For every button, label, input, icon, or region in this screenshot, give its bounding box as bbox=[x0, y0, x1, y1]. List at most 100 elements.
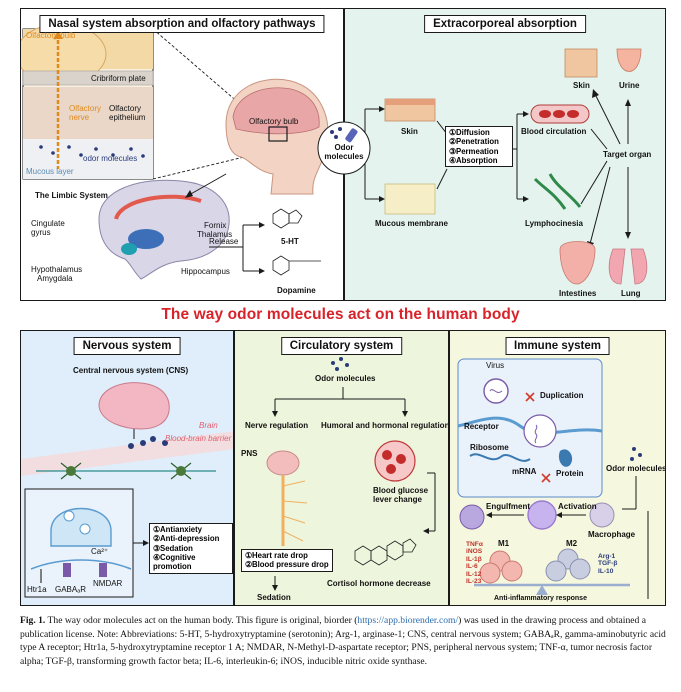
m2-markers: Arg-1 TGF-β IL-10 bbox=[598, 553, 617, 575]
step-penetration: ②Penetration bbox=[449, 137, 499, 147]
mrna-label: mRNA bbox=[512, 467, 537, 476]
mucous-layer-label: Mucous layer bbox=[26, 167, 74, 176]
m1-marker: IL-23 bbox=[466, 577, 482, 585]
effect-sedation: ③Sedation bbox=[153, 543, 193, 553]
circulatory-panel: Circulatory system Odor molecules Nerve … bbox=[234, 330, 449, 606]
m1-marker: iNOS bbox=[466, 548, 483, 556]
olfactory-bulb-inset-label: Olfactory bulb bbox=[26, 31, 76, 40]
hippocampus-label: Hippocampus bbox=[181, 267, 230, 276]
hypothalamus-label: Hypothalamus bbox=[31, 265, 83, 274]
skin-tissue-label: Skin bbox=[401, 127, 418, 136]
effect-antianxiety: ①Antianxiety bbox=[153, 525, 203, 534]
duplication-label: Duplication bbox=[540, 391, 584, 400]
humoral-regulation-label: Humoral and hormonal regulation bbox=[321, 421, 449, 430]
m1-markers: TNFα iNOS IL-1β IL-6 IL-12 IL-23 bbox=[466, 541, 483, 585]
virus-label: Virus bbox=[486, 361, 505, 370]
odor-molecules-center bbox=[317, 121, 371, 175]
engulfment-label: Engulfment bbox=[486, 502, 530, 511]
target-organ-label: Target organ bbox=[603, 150, 652, 159]
main-title: The way odor molecules act on the human … bbox=[161, 306, 520, 323]
calcium-label: Ca²⁺ bbox=[91, 547, 109, 556]
sedation-label: Sedation bbox=[257, 593, 291, 602]
nasal-panel-title: Nasal system absorption and olfactory pa… bbox=[39, 15, 325, 33]
dopamine-label: Dopamine bbox=[277, 286, 316, 295]
thalamus-label: Thalamus bbox=[197, 230, 233, 239]
receptor-label: Receptor bbox=[464, 422, 499, 431]
intestines-label: Intestines bbox=[559, 289, 597, 298]
caption-text-2: ) was used in the drawing process and ob… bbox=[20, 615, 666, 667]
protein-label: Protein bbox=[556, 469, 584, 478]
cns-label: Central nervous system (CNS) bbox=[73, 366, 189, 375]
effect-heart-rate: ①Heart rate drop bbox=[245, 551, 308, 560]
effect-cognitive: ④Cognitive promotion bbox=[153, 553, 196, 572]
cribriform-plate-label: Cribriform plate bbox=[91, 74, 146, 83]
step-absorption: ④Absorption bbox=[449, 156, 498, 166]
extracorporeal-panel-title: Extracorporeal absorption bbox=[424, 15, 586, 33]
extracorporeal-panel: Extracorporeal absorption Skin Mucous me… bbox=[344, 8, 666, 301]
circ-odor-label: Odor molecules bbox=[315, 374, 376, 383]
circulatory-panel-title: Circulatory system bbox=[280, 337, 403, 355]
m1-marker: IL-6 bbox=[466, 563, 478, 571]
limbic-system-label: The Limbic System bbox=[35, 191, 108, 200]
m1-label: M1 bbox=[498, 539, 510, 548]
nervous-panel-title: Nervous system bbox=[73, 337, 181, 355]
immune-panel: Immune system Virus Duplication Receptor… bbox=[449, 330, 666, 606]
mucous-membrane-label: Mucous membrane bbox=[375, 219, 448, 228]
ribosome-label: Ribosome bbox=[470, 443, 509, 452]
nervous-effects-box: ①Antianxiety ②Anti-depression ③Sedation … bbox=[149, 523, 233, 574]
urine-label: Urine bbox=[619, 81, 640, 90]
m1-marker: IL-12 bbox=[466, 570, 482, 578]
lung-label: Lung bbox=[621, 289, 641, 298]
macrophage-label: Macrophage bbox=[588, 530, 636, 539]
release-label: Release bbox=[209, 237, 239, 246]
htr1a-label: Htr1a bbox=[27, 585, 47, 594]
absorption-steps-box: ①Diffusion ②Penetration ③Permeation ④Abs… bbox=[445, 126, 513, 168]
circulatory-illustration bbox=[266, 357, 436, 591]
odor-molecules-inset-label: odor molecules bbox=[83, 154, 138, 163]
amygdala-label: Amygdala bbox=[37, 274, 73, 283]
blood-circulation-label: Blood circulation bbox=[521, 127, 587, 136]
gaba-label: GABAₐR bbox=[55, 585, 86, 594]
effect-blood-pressure: ②Blood pressure drop bbox=[245, 560, 329, 570]
caption-text-1: The way odor molecules act on the human … bbox=[45, 615, 358, 626]
nervous-illustration bbox=[21, 382, 233, 598]
olfactory-epithelium-label: Olfactory epithelium bbox=[109, 104, 146, 123]
step-diffusion: ①Diffusion bbox=[449, 128, 490, 137]
immune-illustration bbox=[457, 358, 649, 599]
effect-antidepression: ②Anti-depression bbox=[153, 534, 220, 544]
skin-organ-label: Skin bbox=[573, 81, 590, 90]
brain-label: Brain bbox=[199, 421, 218, 430]
lymphocinesia-label: Lymphocinesia bbox=[525, 219, 583, 228]
activation-label: Activation bbox=[558, 502, 597, 511]
m2-label: M2 bbox=[566, 539, 578, 548]
nervous-panel: Nervous system Central nervous system (C… bbox=[20, 330, 234, 606]
immune-panel-title: Immune system bbox=[505, 337, 610, 355]
glucose-label: Blood glucose lever change bbox=[373, 486, 429, 505]
anti-inflammatory-label: Anti-inflammatory response bbox=[494, 595, 587, 602]
caption-link[interactable]: https://app.biorender.com/ bbox=[357, 615, 459, 626]
extracorporeal-illustration bbox=[345, 48, 648, 285]
olfactory-nerve-label: Olfactory nerve bbox=[69, 104, 102, 123]
fornix-label: Fornix bbox=[204, 221, 227, 230]
step-permeation: ③Permeation bbox=[449, 146, 499, 156]
odor-molecules-center-label: Odor molecules bbox=[324, 143, 364, 162]
nasal-panel: Nasal system absorption and olfactory pa… bbox=[20, 8, 344, 301]
pns-label: PNS bbox=[241, 449, 258, 458]
m1-marker: IL-1β bbox=[466, 555, 482, 563]
nerve-regulation-label: Nerve regulation bbox=[245, 421, 309, 430]
nasal-illustration bbox=[21, 23, 329, 280]
m1-marker: TNFα bbox=[466, 541, 483, 548]
nmdar-label: NMDAR bbox=[93, 579, 123, 588]
figure-caption: Fig. 1. The way odor molecules act on th… bbox=[20, 614, 670, 668]
immune-odor-label: Odor molecules bbox=[606, 464, 666, 473]
cingulate-gyrus-label: Cingulate gyrus bbox=[31, 219, 65, 238]
serotonin-label: 5-HT bbox=[281, 237, 299, 246]
bbb-label: Blood-brain barrier bbox=[165, 434, 232, 443]
olfactory-bulb-head-label: Olfactory bulb bbox=[249, 117, 299, 126]
caption-fig-label: Fig. 1. bbox=[20, 615, 46, 626]
m2-marker: Arg-1 bbox=[598, 553, 616, 560]
m2-marker: TGF-β bbox=[598, 560, 618, 568]
cortisol-label: Cortisol hormone decrease bbox=[327, 579, 431, 588]
circ-effects-box: ①Heart rate drop ②Blood pressure drop bbox=[241, 549, 333, 572]
